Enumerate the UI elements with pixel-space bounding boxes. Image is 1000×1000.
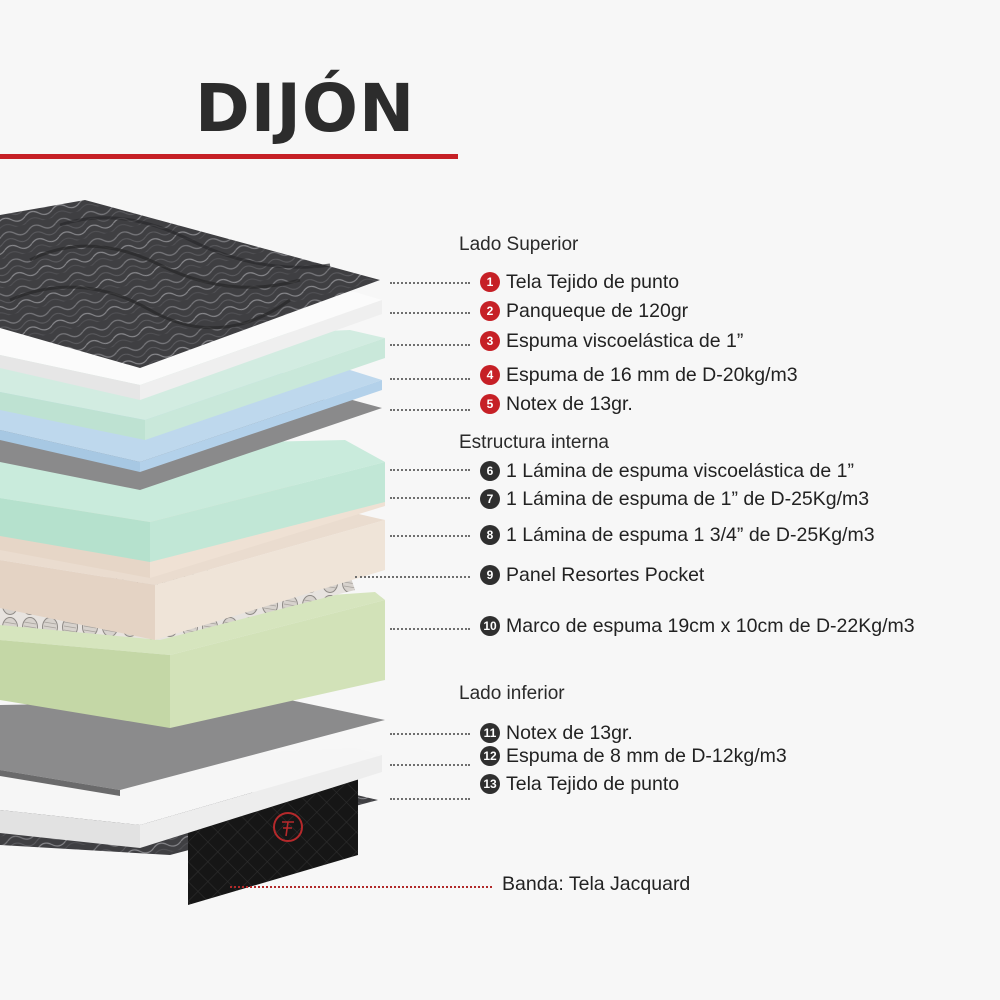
badge-11: 11 (480, 723, 500, 743)
layer-text-8: 1 Lámina de espuma 1 3/4” de D-25Kg/m3 (506, 523, 875, 546)
layer-text-2: Panqueque de 120gr (506, 299, 689, 322)
title-underline (0, 154, 458, 159)
layer-label-1: 1 Tela Tejido de punto (480, 269, 679, 295)
badge-10: 10 (480, 616, 500, 636)
badge-5: 5 (480, 394, 500, 414)
layer-text-11: Notex de 13gr. (506, 721, 633, 744)
badge-6: 6 (480, 461, 500, 481)
layer-label-9: 9 Panel Resortes Pocket (480, 562, 704, 588)
layer-label-4: 4 Espuma de 16 mm de D-20kg/m3 (480, 362, 798, 388)
badge-8: 8 (480, 525, 500, 545)
section-top: Lado Superior (459, 234, 579, 255)
leader-band (230, 886, 492, 888)
leader-12 (390, 764, 470, 766)
layer-11-notex (0, 700, 385, 796)
layer-label-3: 3 Espuma viscoelástica de 1” (480, 328, 743, 354)
leader-7 (390, 497, 470, 499)
badge-2: 2 (480, 301, 500, 321)
layer-text-12: Espuma de 8 mm de D-12kg/m3 (506, 744, 787, 767)
product-title: DIJÓN (195, 70, 416, 147)
layer-label-2: 2 Panqueque de 120gr (480, 298, 688, 324)
layer-label-12: 12 Espuma de 8 mm de D-12kg/m3 (480, 743, 787, 769)
layer-text-3: Espuma viscoelástica de 1” (506, 329, 744, 352)
leader-2 (390, 312, 470, 314)
band-jacquard (188, 777, 358, 905)
leader-10 (390, 628, 470, 630)
leader-1 (390, 282, 470, 284)
layer-text-10: Marco de espuma 19cm x 10cm de D-22Kg/m3 (506, 614, 915, 637)
leader-3 (390, 344, 470, 346)
badge-4: 4 (480, 365, 500, 385)
leader-11 (390, 733, 470, 735)
badge-12: 12 (480, 746, 500, 766)
layer-label-8: 8 1 Lámina de espuma 1 3/4” de D-25Kg/m3 (480, 522, 875, 548)
layer-label-6: 6 1 Lámina de espuma viscoelástica de 1” (480, 458, 854, 484)
layer-text-13: Tela Tejido de punto (506, 772, 680, 795)
badge-7: 7 (480, 489, 500, 509)
leader-6 (390, 469, 470, 471)
layer-label-7: 7 1 Lámina de espuma de 1” de D-25Kg/m3 (480, 486, 869, 512)
badge-9: 9 (480, 565, 500, 585)
section-internal: Estructura interna (459, 432, 609, 453)
layer-label-11: 11 Notex de 13gr. (480, 720, 633, 746)
leader-13 (390, 798, 470, 800)
layer-text-4: Espuma de 16 mm de D-20kg/m3 (506, 363, 798, 386)
badge-13: 13 (480, 774, 500, 794)
layer-label-5: 5 Notex de 13gr. (480, 391, 633, 417)
layer-text-5: Notex de 13gr. (506, 392, 633, 415)
leader-4 (390, 378, 470, 380)
leader-8 (390, 535, 470, 537)
badge-3: 3 (480, 331, 500, 351)
layer-text-1: Tela Tejido de punto (506, 270, 680, 293)
layer-text-9: Panel Resortes Pocket (506, 563, 705, 586)
layer-text-7: 1 Lámina de espuma de 1” de D-25Kg/m3 (506, 487, 870, 510)
layer-label-13: 13 Tela Tejido de punto (480, 771, 679, 797)
section-bottom: Lado inferior (459, 683, 565, 704)
leader-9 (355, 576, 470, 578)
badge-1: 1 (480, 272, 500, 292)
leader-5 (390, 409, 470, 411)
layer-label-10: 10 Marco de espuma 19cm x 10cm de D-22Kg… (480, 613, 915, 639)
layer-text-6: 1 Lámina de espuma viscoelástica de 1” (506, 459, 854, 482)
band-label: Banda: Tela Jacquard (502, 872, 691, 895)
layer-1-fabric (0, 200, 380, 368)
